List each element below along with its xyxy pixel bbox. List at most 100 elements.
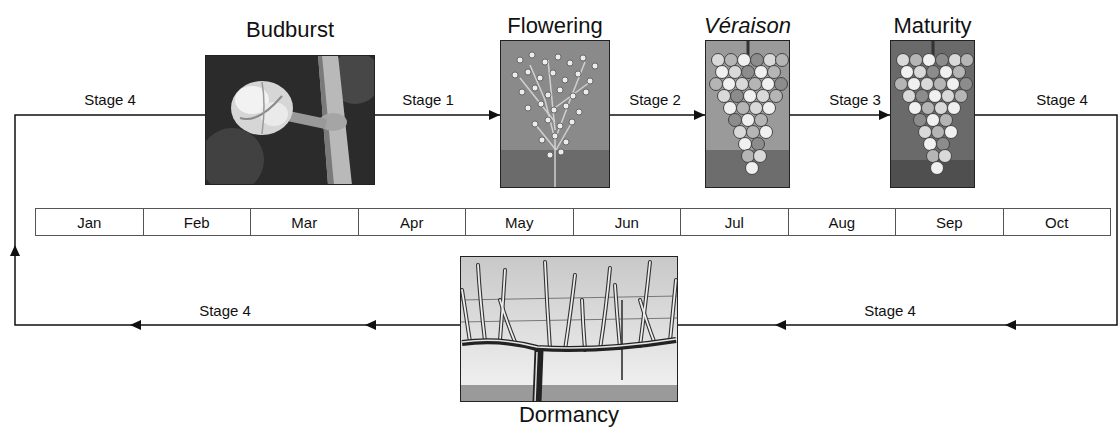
flowering-photo-part-part — [539, 137, 545, 143]
stage-label: Stage 4 — [1033, 91, 1091, 108]
flowering-photo-part-part — [519, 89, 525, 95]
photo-frame: Dormancy — [460, 256, 678, 402]
maturity-photo-part — [890, 40, 975, 188]
flowering-photo-part-part — [552, 82, 590, 110]
stage-heading: Flowering — [507, 13, 602, 38]
veraison-photo-part — [710, 40, 789, 175]
flowering-photo-part-part — [547, 152, 553, 158]
stage-heading: Dormancy — [519, 402, 619, 427]
flowering-photo-part-part — [532, 85, 538, 91]
flowering-photo-part-part — [562, 77, 568, 83]
flowering-photo-part-part — [576, 109, 582, 115]
budburst-photo-part — [262, 82, 264, 134]
flowering-photo-part-part — [525, 105, 531, 111]
cycle-connector — [678, 115, 1117, 325]
month-cell: Apr — [358, 208, 467, 236]
flowering-photo-part-part — [567, 60, 573, 66]
month-cell: Jan — [35, 208, 144, 236]
dormancy-photo-part — [462, 262, 676, 350]
flowering-photo-part-part — [558, 149, 564, 155]
stage-heading: Véraison — [704, 13, 791, 38]
stage-heading: Maturity — [893, 13, 971, 38]
flowering-photo-part-part — [555, 62, 585, 140]
cycle-connector — [790, 114, 890, 116]
flowering-photo-part-part — [530, 65, 555, 188]
arrow-head — [879, 110, 890, 120]
flowering-photo-part-part — [580, 55, 586, 61]
flowering-photo-part-part — [575, 71, 581, 77]
flowering-photo-part-part — [545, 117, 551, 123]
budburst-photo-part — [288, 116, 326, 124]
dormancy-photo-part — [460, 385, 678, 402]
arrow-head — [489, 110, 500, 120]
flowering-photo-part-part — [563, 139, 569, 145]
flowering-photo-part-part — [542, 59, 548, 65]
month-cell: May — [465, 208, 574, 236]
flowering-photo-part-part — [557, 123, 563, 129]
flowering-photo-part-part — [583, 89, 589, 95]
month-cell: Feb — [143, 208, 252, 236]
month-cell: Sep — [895, 208, 1004, 236]
budburst-photo-part — [205, 128, 264, 185]
arrow-head — [130, 320, 141, 330]
flowering-photo-part-part — [552, 133, 558, 139]
arrow-head — [775, 320, 786, 330]
arrow-head — [1005, 320, 1016, 330]
flowering-photo-part-part — [537, 75, 543, 81]
flowering-photo-part-part — [525, 69, 531, 75]
flowering-photo-part-part — [512, 72, 518, 78]
photo-frame: Flowering — [500, 40, 610, 188]
dormancy-photo-part — [621, 300, 623, 380]
arrow-head — [10, 245, 20, 256]
photo-frame: Véraison — [705, 40, 790, 188]
stage-label: Stage 3 — [826, 91, 884, 108]
month-cell: Jul — [680, 208, 789, 236]
flowering-photo-part — [500, 40, 610, 188]
maturity-photo — [890, 40, 975, 188]
budburst-photo-part — [231, 81, 293, 135]
flowering-photo-part-part — [551, 107, 557, 113]
flowering-photo-part-part — [570, 93, 576, 99]
flowering-photo-part-part — [569, 119, 575, 125]
month-cell: Mar — [250, 208, 359, 236]
cycle-connector — [375, 114, 500, 116]
budburst-photo — [205, 55, 375, 185]
month-cell: Jun — [573, 208, 682, 236]
budburst-photo-part — [240, 96, 282, 119]
flowering-photo-part-part — [550, 70, 556, 76]
photo-frame: Budburst — [205, 55, 375, 185]
flowering-photo-part-part — [538, 101, 544, 107]
month-cell: Oct — [1003, 208, 1112, 236]
flowering-photo-part-part — [545, 92, 551, 98]
stage-label: Stage 4 — [81, 91, 139, 108]
cycle-connector — [610, 114, 705, 116]
flowering-photo-part-part — [587, 78, 593, 84]
flowering-photo-part-part — [592, 63, 598, 69]
stage-label: Stage 4 — [861, 302, 919, 319]
stage-label: Stage 4 — [196, 302, 254, 319]
veraison-photo — [705, 40, 790, 188]
arrow-head — [365, 320, 376, 330]
flowering-photo-part-part — [556, 122, 572, 150]
flowering-photo-part — [520, 60, 590, 188]
dormancy-photo-part — [462, 339, 676, 348]
flowering-photo — [500, 40, 610, 188]
arrow-head — [694, 110, 705, 120]
flowering-photo-part-part — [529, 52, 535, 58]
veraison-photo-part — [705, 40, 790, 188]
month-cell: Aug — [788, 208, 897, 236]
flowering-photo-part-part — [517, 57, 523, 63]
dormancy-photo-part — [462, 340, 676, 349]
dormancy-photo-part — [535, 352, 537, 402]
stage-label: Stage 2 — [626, 91, 684, 108]
maturity-photo-part — [895, 40, 974, 175]
dormancy-photo — [460, 256, 678, 402]
stage-heading: Budburst — [246, 17, 334, 42]
dormancy-photo-part — [460, 256, 678, 402]
flowering-photo-part-part — [563, 103, 569, 109]
flowering-photo-part-part — [557, 87, 563, 93]
flowering-photo-part — [512, 52, 598, 158]
flowering-photo-part-part — [532, 121, 538, 127]
